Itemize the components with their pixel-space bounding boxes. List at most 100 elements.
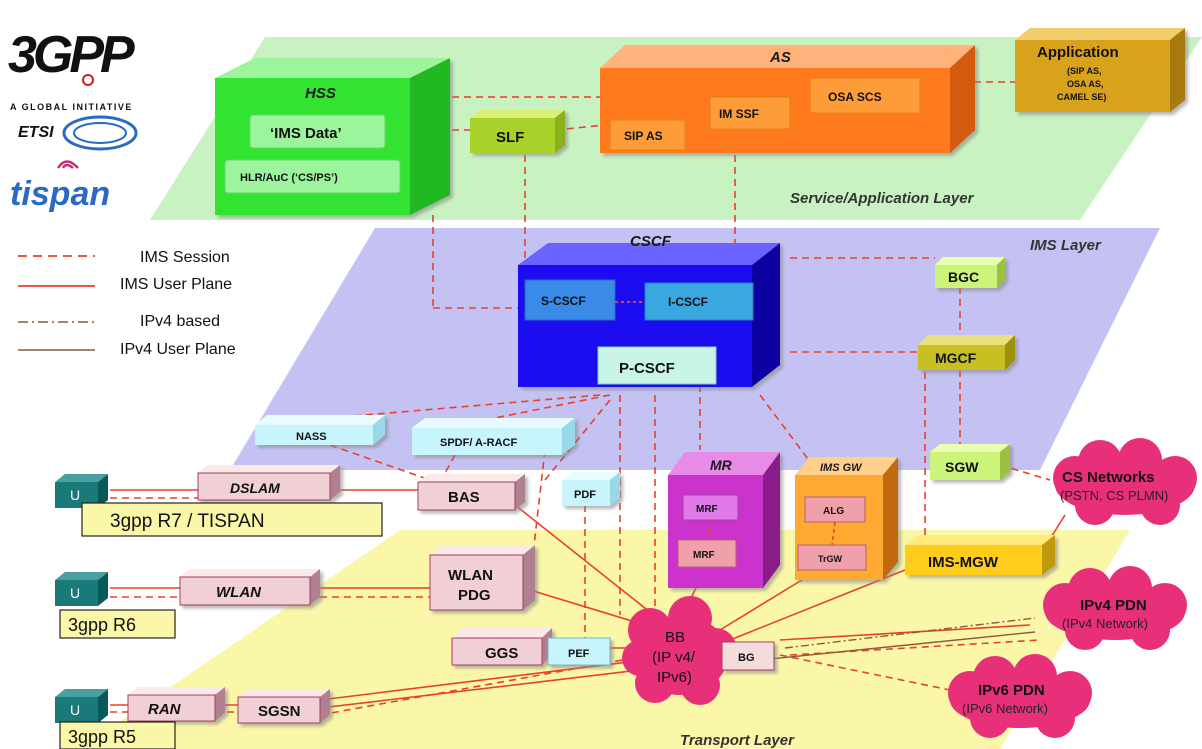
- legend-item-2: IPv4 based: [140, 313, 220, 330]
- release-r6-box: 3gpp R6: [59, 609, 176, 639]
- release-r5-box: 3gpp R5: [59, 721, 176, 749]
- release-r7-box: 3gpp R7 / TISPAN: [81, 502, 383, 537]
- ipv4-links: [759, 617, 1036, 661]
- user-plane-links: [110, 489, 1066, 709]
- sip-as-label: SIP AS: [624, 129, 663, 143]
- sgsn-node: [237, 689, 330, 724]
- ue-terminal-2: U: [55, 572, 108, 606]
- wlan-pdg-line1: WLAN: [448, 567, 493, 584]
- ue-terminal-3: U: [55, 689, 108, 723]
- legend-item-3: IPv4 User Plane: [120, 341, 236, 358]
- slf-node: [470, 110, 565, 153]
- ipv4-pdn-sub: (IPv4 Network): [1062, 616, 1148, 631]
- dslam-node: [197, 465, 340, 501]
- i-cscf-label: I-CSCF: [668, 295, 708, 309]
- threegpp-logo-text: 3GPP: [8, 26, 135, 84]
- legend-item-0: IMS Session: [140, 249, 230, 266]
- p-cscf-label: P-CSCF: [619, 360, 675, 377]
- bb-cloud: [622, 596, 737, 705]
- etsi-logo-text: ETSI: [18, 124, 54, 141]
- bb-line2: (IP v4/: [652, 649, 696, 666]
- legend: IMS Session IMS User Plane IPv4 based IP…: [18, 249, 236, 358]
- bas-label: BAS: [448, 489, 480, 506]
- sgw-label: SGW: [945, 459, 979, 475]
- release-r6-label: 3gpp R6: [68, 615, 136, 635]
- ran-node: [127, 687, 225, 722]
- ran-label: RAN: [148, 701, 182, 718]
- ipv6-pdn-sub: (IPv6 Network): [962, 701, 1048, 716]
- application-sub3: CAMEL SE): [1057, 92, 1106, 102]
- bg-node: [721, 641, 775, 671]
- cs-networks-sub: (PSTN, CS PLMN): [1060, 488, 1168, 503]
- service-layer-label: Service/Application Layer: [790, 190, 975, 207]
- bb-line1: BB: [665, 629, 685, 646]
- ggs-node: [451, 628, 552, 666]
- pdf-node: [562, 472, 620, 506]
- tispan-logo-text: tispan: [10, 175, 110, 213]
- mr-node: [668, 452, 780, 588]
- ue1-label: U: [70, 487, 80, 503]
- nass-label: NASS: [296, 431, 327, 443]
- ims-gw-title: IMS GW: [820, 462, 863, 474]
- s-cscf-node: S-CSCF: [524, 279, 616, 321]
- sip-as-node: SIP AS: [609, 119, 686, 151]
- pef-label: PEF: [568, 648, 590, 660]
- mrf1-node: MRF: [682, 494, 739, 521]
- mrf-link: [706, 519, 711, 541]
- osa-scs-label: OSA SCS: [828, 90, 882, 104]
- slf-label: SLF: [496, 129, 524, 146]
- ue2-label: U: [70, 585, 80, 601]
- ggs-label: GGS: [485, 645, 518, 662]
- mgcf-label: MGCF: [935, 350, 977, 366]
- osa-scs-node: OSA SCS: [809, 77, 921, 114]
- s-cscf-label: S-CSCF: [541, 294, 586, 308]
- hss-title: HSS: [305, 85, 336, 102]
- application-title: Application: [1037, 44, 1119, 61]
- bgc-node: [935, 257, 1005, 288]
- sgw-node: [930, 444, 1010, 480]
- tispan-logo: tispan: [10, 160, 110, 213]
- ipv6-pdn-title: IPv6 PDN: [978, 682, 1045, 699]
- cscf-title: CSCF: [630, 233, 672, 250]
- hlr-label: HLR/AuC (‘CS/PS’): [240, 172, 338, 184]
- mrf1-label: MRF: [696, 504, 718, 515]
- sgsn-label: SGSN: [258, 703, 301, 720]
- ipv6-pdn-cloud: [948, 654, 1092, 738]
- ipv4-pdn-cloud: [1043, 566, 1187, 650]
- bg-label: BG: [738, 652, 755, 664]
- cs-networks-cloud: [1053, 438, 1197, 525]
- initiative-text: A GLOBAL INITIATIVE: [10, 102, 133, 112]
- as-title: AS: [769, 49, 791, 66]
- dslam-label: DSLAM: [230, 480, 280, 496]
- pdf-label: PDF: [574, 489, 596, 501]
- wlan-node: [179, 569, 320, 606]
- legend-item-1: IMS User Plane: [120, 276, 232, 293]
- ue3-label: U: [70, 702, 80, 718]
- spdf-node: [412, 418, 575, 455]
- trgw-label: TrGW: [818, 554, 843, 564]
- etsi-logo: ETSI: [18, 115, 138, 151]
- alg-node: ALG: [804, 496, 866, 523]
- bgc-label: BGC: [948, 269, 979, 285]
- bas-node: [417, 474, 525, 511]
- i-cscf-node: I-CSCF: [644, 282, 754, 321]
- trgw-node: TrGW: [797, 544, 867, 571]
- nass-node: [255, 415, 385, 445]
- release-r7-label: 3gpp R7 / TISPAN: [110, 511, 265, 532]
- spdf-label: SPDF/ A-RACF: [440, 437, 517, 449]
- mrf2-node: MRF: [677, 539, 737, 568]
- pef-node: [547, 637, 611, 666]
- ims-layer-label: IMS Layer: [1030, 237, 1102, 254]
- application-sub2: OSA AS,: [1067, 79, 1103, 89]
- release-r5-label: 3gpp R5: [68, 727, 136, 747]
- bb-line3: IPv6): [657, 669, 692, 686]
- wlan-label: WLAN: [216, 584, 262, 601]
- application-sub1: (SIP AS,: [1067, 66, 1102, 76]
- ims-data-node: ‘IMS Data’: [249, 114, 386, 149]
- im-ssf-label: IM SSF: [719, 107, 759, 121]
- p-cscf-node: P-CSCF: [597, 346, 717, 385]
- mr-title: MR: [710, 457, 733, 473]
- hlr-node: HLR/AuC (‘CS/PS’): [224, 159, 401, 194]
- transport-layer-label: Transport Layer: [680, 732, 795, 749]
